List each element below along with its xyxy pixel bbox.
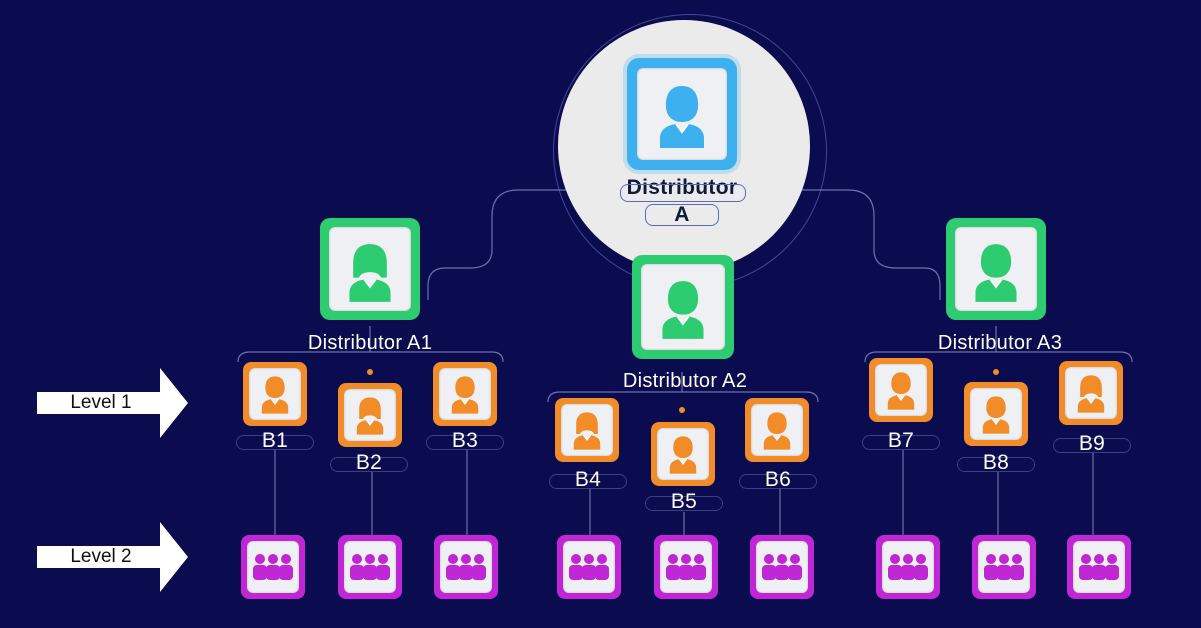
level1-node-b6	[745, 398, 809, 462]
female-person-icon	[349, 244, 391, 302]
group-icon	[350, 554, 390, 580]
group-icon	[888, 554, 928, 580]
level1-label-pill	[549, 474, 627, 489]
group-icon	[569, 554, 609, 580]
level1-node-b5	[651, 422, 715, 486]
level1-label-pill	[1053, 438, 1131, 453]
distributor-a3-node	[946, 218, 1046, 320]
distributor-a2-node	[632, 255, 734, 359]
level1-label-pill	[645, 496, 723, 511]
level1-label-pill	[739, 474, 817, 489]
level1-label-b1: B1	[261, 429, 289, 452]
level2-group-node	[434, 535, 498, 599]
level1-label-b5: B5	[670, 490, 698, 513]
level1-label-pill	[426, 435, 504, 450]
group-icon	[984, 554, 1024, 580]
level1-label-b7: B7	[887, 429, 915, 452]
level1-label-b4: B4	[574, 468, 602, 491]
root-label-pill-top	[620, 184, 746, 202]
person-icon	[660, 86, 704, 148]
level1-label-pill	[236, 435, 314, 450]
level1-node-b3	[433, 362, 497, 426]
level1-node-b7	[869, 358, 933, 422]
person-icon	[261, 376, 289, 414]
level1-label-b6: B6	[764, 468, 792, 491]
group-icon	[762, 554, 802, 580]
level1-label-b8: B8	[982, 451, 1010, 474]
level1-label-pill	[330, 457, 408, 472]
level2-group-node	[241, 535, 305, 599]
level1-arrow: Level 1	[36, 366, 190, 440]
group-icon	[253, 554, 293, 580]
level1-label-pill	[862, 435, 940, 450]
level2-group-node	[876, 535, 940, 599]
group-icon	[1079, 554, 1119, 580]
person-icon	[975, 244, 1017, 302]
group-icon	[666, 554, 706, 580]
group-icon	[446, 554, 486, 580]
level1-label-b2: B2	[355, 451, 383, 474]
root-label-line2: A	[674, 203, 690, 226]
root-label-pill-bottom	[645, 204, 719, 226]
person-icon	[887, 372, 915, 410]
female-person-icon	[573, 412, 601, 450]
person-icon	[982, 396, 1010, 434]
level2-group-node	[557, 535, 621, 599]
person-icon	[669, 436, 697, 474]
level2-label: Level 2	[70, 546, 132, 567]
person-icon	[451, 376, 479, 414]
root-label-line1: Distributor	[626, 176, 738, 199]
level2-group-node	[1067, 535, 1131, 599]
level1-label: Level 1	[70, 392, 132, 413]
level1-node-b4	[555, 398, 619, 462]
distributor-a3-label: Distributor A3	[937, 332, 1063, 354]
root-distributor-node	[627, 58, 737, 170]
level2-group-node	[654, 535, 718, 599]
level2-group-node	[972, 535, 1036, 599]
female-person-icon	[356, 397, 384, 435]
level1-label-b3: B3	[451, 429, 479, 452]
level1-node-b9	[1059, 361, 1123, 425]
level1-label-pill	[957, 457, 1035, 472]
level1-node-b1	[243, 362, 307, 426]
distributor-a2-label: Distributor A2	[622, 370, 748, 392]
level2-group-node	[338, 535, 402, 599]
person-icon	[763, 412, 791, 450]
person-icon	[662, 281, 704, 339]
level1-label-b9: B9	[1078, 432, 1106, 455]
distributor-a1-label: Distributor A1	[307, 332, 433, 354]
distributor-a1-node	[320, 218, 420, 320]
level1-node-b8	[964, 382, 1028, 446]
level2-group-node	[750, 535, 814, 599]
level2-arrow: Level 2	[36, 520, 190, 594]
female-person-icon	[1077, 375, 1105, 413]
level1-node-b2	[338, 383, 402, 447]
